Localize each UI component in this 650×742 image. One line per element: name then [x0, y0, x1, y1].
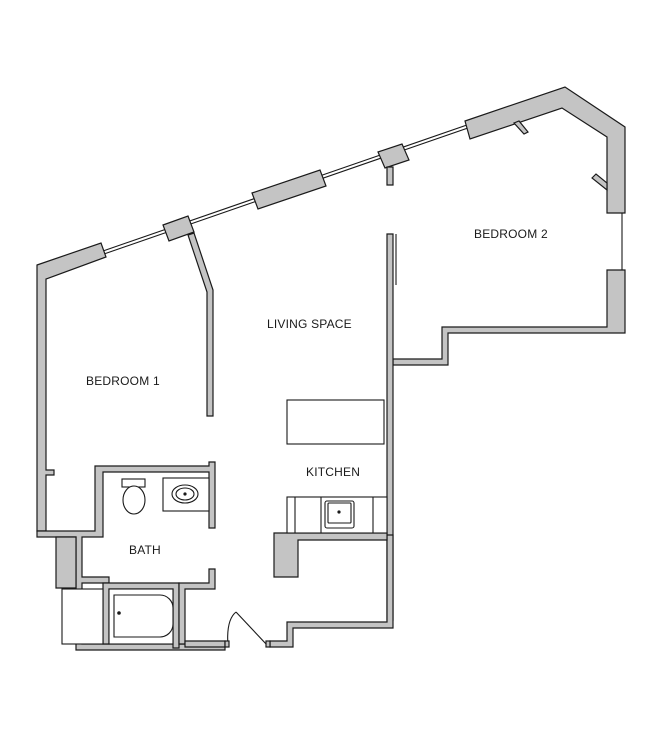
room-label-kitchen: KITCHEN	[306, 465, 361, 479]
room-label-living-space: LIVING SPACE	[267, 317, 352, 331]
bathtub-icon	[108, 588, 174, 645]
kitchen-sink-icon	[324, 500, 355, 529]
window-pier	[251, 169, 327, 210]
wall-stub	[386, 166, 394, 186]
window-pier	[162, 215, 195, 242]
bath-right-wall	[178, 568, 216, 645]
wall-stub	[591, 173, 608, 192]
bath-sink-icon	[162, 477, 210, 512]
bedroom2-bottom-wall	[392, 269, 626, 366]
room-label-bath: BATH	[129, 543, 161, 557]
room-label-bedroom-1: BEDROOM 1	[86, 374, 160, 388]
toilet-icon	[121, 478, 146, 515]
linen-closet	[61, 588, 104, 645]
wall-stub	[512, 120, 529, 135]
bedroom1-partition-wall	[187, 232, 214, 417]
bath-cavity-column	[55, 536, 77, 589]
entry-door-icon[interactable]	[224, 611, 271, 648]
bath-bottom-wall	[184, 640, 226, 648]
window-pier	[377, 143, 410, 169]
kitchen-counter-wall	[273, 532, 388, 578]
room-label-bedroom-2: BEDROOM 2	[474, 227, 548, 241]
bedroom2-exterior-wall	[464, 86, 626, 214]
kitchen-island	[286, 399, 385, 445]
